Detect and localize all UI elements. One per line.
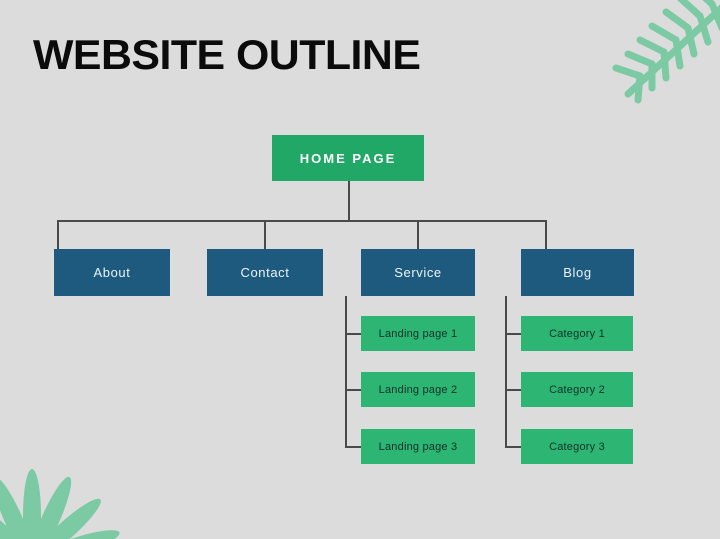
node-category-1[interactable]: Category 1 xyxy=(521,316,633,351)
page-title: WEBSITE OUTLINE xyxy=(33,31,421,78)
connector-main-bus xyxy=(57,220,546,222)
connector-service-stem xyxy=(345,296,347,448)
node-landing-page-3[interactable]: Landing page 3 xyxy=(361,429,475,464)
connector-blog-stub-2 xyxy=(505,389,522,391)
node-about[interactable]: About xyxy=(54,249,170,296)
connector-service-stub-3 xyxy=(345,446,362,448)
node-landing-page-1[interactable]: Landing page 1 xyxy=(361,316,475,351)
connector-drop-contact xyxy=(264,220,266,250)
node-service[interactable]: Service xyxy=(361,249,475,296)
connector-service-stub-1 xyxy=(345,333,362,335)
connector-root-stem xyxy=(348,181,350,221)
node-category-2[interactable]: Category 2 xyxy=(521,372,633,407)
connector-blog-stub-1 xyxy=(505,333,522,335)
connector-drop-service xyxy=(417,220,419,250)
connector-service-stub-2 xyxy=(345,389,362,391)
node-blog[interactable]: Blog xyxy=(521,249,634,296)
connector-drop-blog xyxy=(545,220,547,250)
node-landing-page-2[interactable]: Landing page 2 xyxy=(361,372,475,407)
palm-fan-bottom-left-icon xyxy=(0,469,120,539)
node-contact[interactable]: Contact xyxy=(207,249,323,296)
connector-drop-about xyxy=(57,220,59,250)
connector-blog-stem xyxy=(505,296,507,448)
node-category-3[interactable]: Category 3 xyxy=(521,429,633,464)
connector-blog-stub-3 xyxy=(505,446,522,448)
leaf-branch-top-right-icon xyxy=(612,0,720,104)
node-home-page[interactable]: HOME PAGE xyxy=(272,135,424,181)
